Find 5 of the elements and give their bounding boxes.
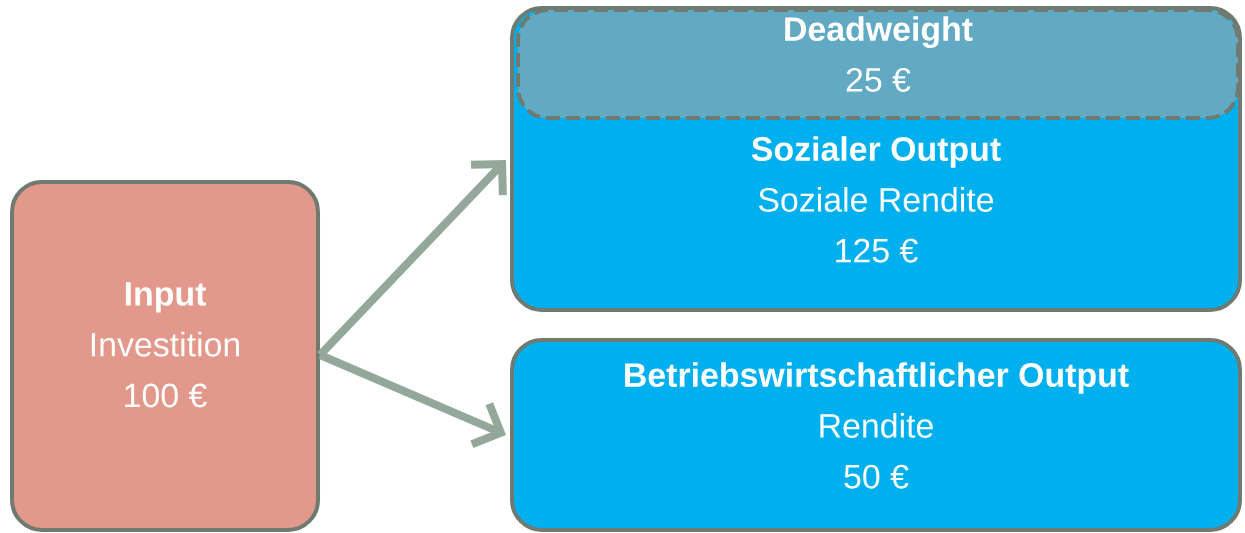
output-box: Betriebswirtschaftlicher Output Rendite 50 € (510, 338, 1242, 532)
deadweight-box: Deadweight 25 € (516, 8, 1240, 120)
arrow (318, 351, 506, 448)
input-box: Input Investition 100 € (10, 180, 320, 532)
arrow (317, 160, 507, 358)
